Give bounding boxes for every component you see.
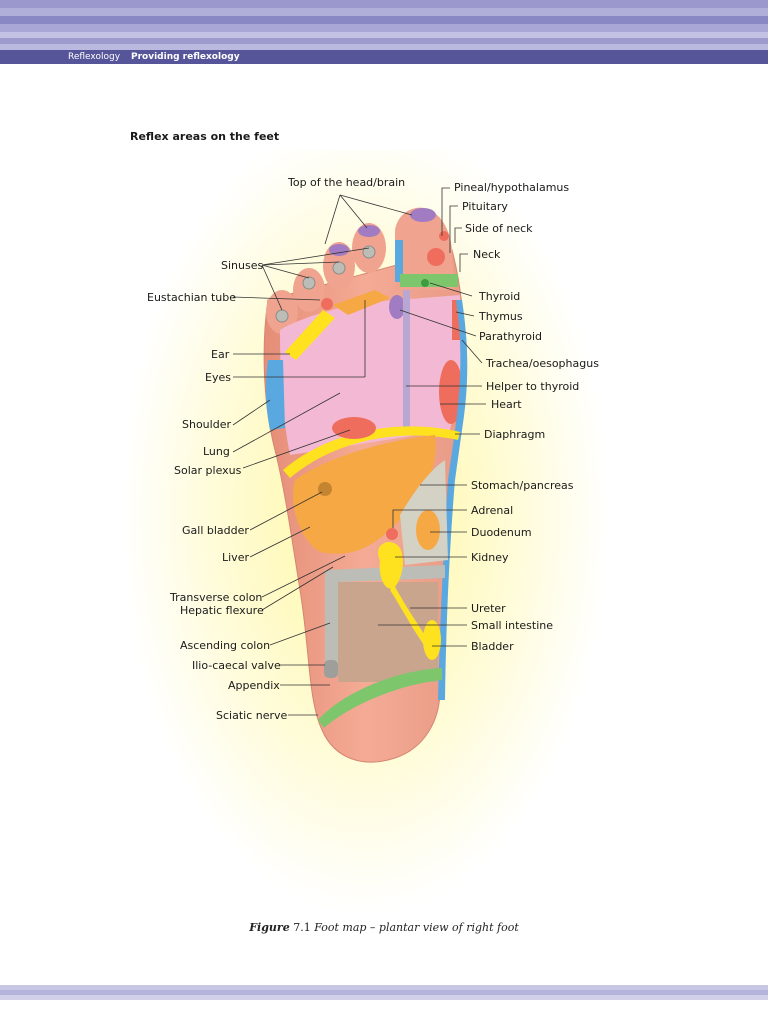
label-thyroid: Thyroid (478, 290, 520, 303)
eye-zone (333, 290, 390, 315)
label-appendix: Appendix (228, 679, 280, 692)
caption-text: Foot map – plantar view of right foot (314, 921, 519, 934)
liver-zone (292, 435, 436, 554)
label-lung: Lung (203, 445, 230, 458)
figure-caption: Figure 7.1 Foot map – plantar view of ri… (0, 921, 768, 934)
label-solar-plexus: Solar plexus (174, 464, 242, 477)
caption-number: 7.1 (293, 921, 311, 934)
label-duodenum: Duodenum (471, 526, 532, 539)
label-liver: Liver (222, 551, 249, 564)
diaphragm-zone (283, 426, 460, 478)
label-kidney: Kidney (471, 551, 509, 564)
sinus-dot (332, 261, 346, 275)
brain-zone (358, 225, 380, 237)
shoulder-zone (265, 360, 285, 430)
parathyroid-zone (389, 295, 405, 319)
ilio-caecal-zone (324, 660, 338, 678)
pineal-zone (439, 231, 449, 241)
label-shoulder: Shoulder (182, 418, 231, 431)
figure-heading: Reflex areas on the feet (130, 130, 280, 143)
label-diaphragm: Diaphragm (484, 428, 545, 441)
label-pineal: Pineal/hypothalamus (454, 181, 569, 194)
label-heart: Heart (491, 398, 522, 411)
foot-map-svg: Top of the head/brain Sinuses Eustachian… (120, 115, 610, 915)
label-small-intestine: Small intestine (471, 619, 553, 632)
label-pituitary: Pituitary (462, 200, 508, 213)
label-sciatic-nerve: Sciatic nerve (216, 709, 288, 722)
brain-zone (329, 244, 349, 256)
header-decoration (0, 0, 768, 50)
label-eyes: Eyes (205, 371, 231, 384)
neck-side-zone (395, 240, 403, 282)
small-intestine-zone (338, 582, 438, 682)
ear-zone (285, 310, 335, 360)
label-transverse-colon: Transverse colon (169, 591, 262, 604)
label-gall-bladder: Gall bladder (182, 524, 249, 537)
ureter-zone (390, 585, 428, 645)
toe-big (395, 207, 454, 290)
thyroid-band (400, 274, 458, 287)
chest-zone (280, 295, 462, 455)
heart-zone (439, 360, 463, 424)
sinus-dot (302, 276, 316, 290)
footer-decoration (0, 985, 768, 1005)
label-bladder: Bladder (471, 640, 514, 653)
label-hepatic-flexure: Hepatic flexure (180, 604, 264, 617)
label-side-of-neck: Side of neck (465, 222, 533, 235)
bladder-zone (423, 620, 441, 660)
label-sinuses: Sinuses (221, 259, 263, 272)
thyroid-dot (421, 279, 429, 287)
leader-lines (232, 187, 486, 716)
label-trachea: Trachea/oesophagus (485, 357, 599, 370)
sciatic-nerve-zone (318, 668, 442, 728)
thymus-zone (452, 300, 460, 340)
gall-bladder-zone (318, 482, 332, 496)
book-title: Reflexology (68, 52, 121, 62)
caption-label: Figure (249, 921, 290, 934)
label-neck: Neck (473, 248, 501, 261)
label-ureter: Ureter (471, 602, 506, 615)
section-title: Providing reflexology (131, 52, 240, 62)
toe-fourth (293, 268, 325, 312)
solar-plexus-zone (332, 417, 376, 439)
spine-line (403, 290, 410, 435)
duodenum-zone (416, 510, 440, 550)
brain-zone (410, 208, 436, 222)
label-thymus: Thymus (478, 310, 523, 323)
sinus-dot (275, 309, 289, 323)
trachea-zone (438, 300, 468, 700)
sinus-dot (362, 245, 376, 259)
label-stomach: Stomach/pancreas (471, 479, 574, 492)
label-adrenal: Adrenal (471, 504, 513, 517)
label-ascending-colon: Ascending colon (180, 639, 270, 652)
pituitary-zone (427, 248, 445, 266)
kidney-zone (378, 541, 403, 589)
label-ilio-caecal-valve: Ilio-caecal valve (192, 659, 281, 672)
running-header: Reflexology Providing reflexology (0, 50, 768, 64)
eustachian-zone (321, 298, 333, 310)
label-helper-to-thyroid: Helper to thyroid (486, 380, 579, 393)
adrenal-zone (386, 528, 398, 540)
foot-map-figure: Top of the head/brain Sinuses Eustachian… (120, 115, 610, 920)
label-parathyroid: Parathyroid (479, 330, 542, 343)
label-ear: Ear (211, 348, 230, 361)
label-eustachian-tube: Eustachian tube (147, 291, 236, 304)
label-top-of-head: Top of the head/brain (287, 176, 405, 189)
